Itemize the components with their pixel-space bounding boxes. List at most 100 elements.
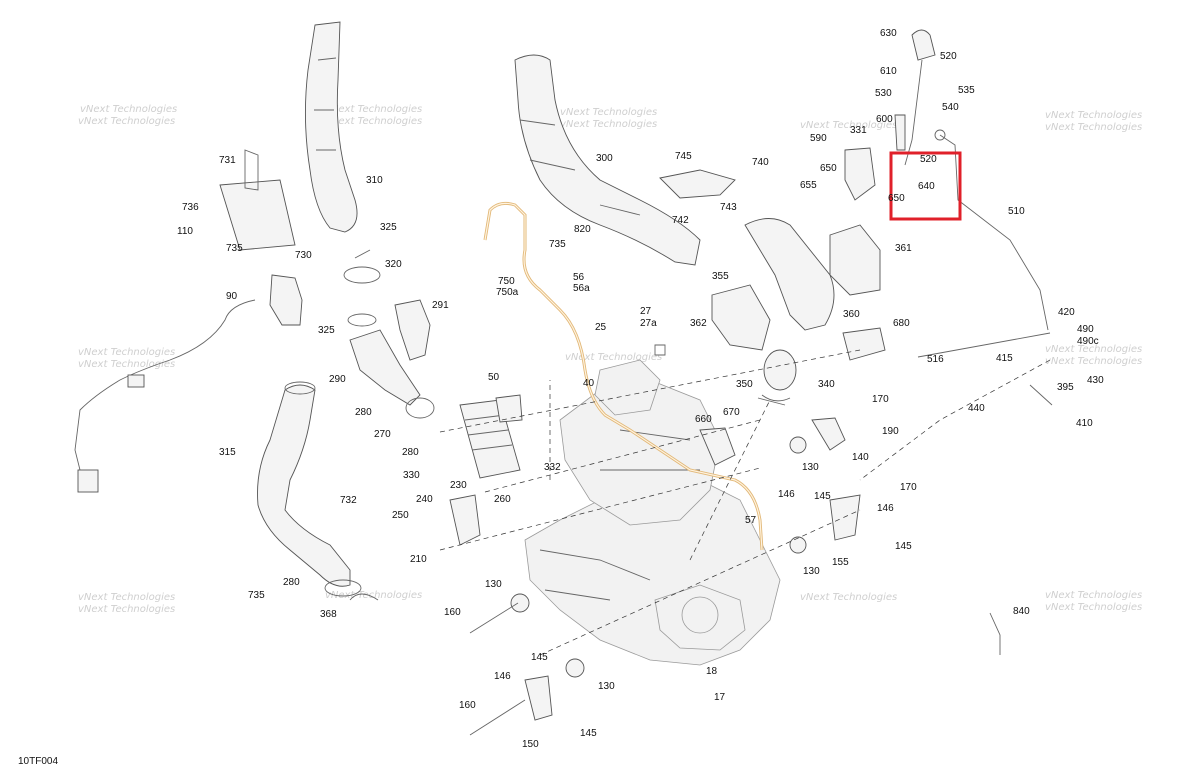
callout: 25 <box>595 322 607 333</box>
callout: 250 <box>392 510 409 521</box>
watermark: vNext Technologies <box>800 120 897 131</box>
callout: 730 <box>295 250 312 261</box>
callout: 516 <box>927 354 944 365</box>
callout: 735 <box>248 590 265 601</box>
callout: 395 <box>1057 382 1074 393</box>
callout: 750 <box>498 276 515 287</box>
callout: 530 <box>875 88 892 99</box>
callout: 280 <box>283 577 300 588</box>
callout: 27a <box>640 318 657 329</box>
callout: 240 <box>416 494 433 505</box>
callout: 740 <box>752 157 769 168</box>
callout: 360 <box>843 309 860 320</box>
callout: 130 <box>485 579 502 590</box>
callout: 325 <box>318 325 335 336</box>
callout: 160 <box>459 700 476 711</box>
callout: 18 <box>706 666 718 677</box>
bracket-assembly <box>219 149 296 251</box>
callout: 331 <box>850 125 867 136</box>
callout: 170 <box>900 482 917 493</box>
callout: 310 <box>366 175 383 186</box>
callout: 840 <box>1013 606 1030 617</box>
svg-text:vNext Technologies: vNext Technologies <box>1045 356 1142 367</box>
callout: 270 <box>374 429 391 440</box>
callout: 368 <box>320 609 337 620</box>
callout: 146 <box>494 671 511 682</box>
callout: 520 <box>920 154 937 165</box>
callout: 56 <box>573 272 585 283</box>
callout: 340 <box>818 379 835 390</box>
callout: 731 <box>219 155 236 166</box>
watermark: vNext Technologies <box>325 590 422 601</box>
svg-text:vNext Technologies: vNext Technologies <box>80 104 177 115</box>
callout: 57 <box>745 515 757 526</box>
callout: 732 <box>340 495 357 506</box>
callout: 540 <box>942 102 959 113</box>
callout: 325 <box>380 222 397 233</box>
callout: 680 <box>893 318 910 329</box>
callout: 291 <box>432 300 449 311</box>
callout: 742 <box>672 215 689 226</box>
callout: 140 <box>852 452 869 463</box>
intake-hose-290 <box>343 266 435 419</box>
intake-duct <box>514 54 701 266</box>
callout: 420 <box>1058 307 1075 318</box>
svg-text:vNext Technologies: vNext Technologies <box>565 352 662 363</box>
callout: 145 <box>895 541 912 552</box>
callout: 510 <box>1008 206 1025 217</box>
callout: 330 <box>403 470 420 481</box>
callout-labels: 630 520 610 535 530 540 600 331 590 520 … <box>177 28 1104 750</box>
callout: 535 <box>958 85 975 96</box>
callout: 50 <box>488 372 500 383</box>
callout: 655 <box>800 180 817 191</box>
callout: 600 <box>876 114 893 125</box>
callout: 430 <box>1087 375 1104 386</box>
callout: 630 <box>880 28 897 39</box>
callout: 820 <box>574 224 591 235</box>
svg-text:vNext Technologies: vNext Technologies <box>78 592 175 603</box>
callout: 355 <box>712 271 729 282</box>
svg-text:vNext Technologies: vNext Technologies <box>1045 602 1142 613</box>
callout: 745 <box>675 151 692 162</box>
callout: 362 <box>690 318 707 329</box>
callout: 40 <box>583 378 595 389</box>
callout: 410 <box>1076 418 1093 429</box>
callout: 290 <box>329 374 346 385</box>
callout: 750a <box>496 287 519 298</box>
engine-block <box>524 359 781 666</box>
callout: 735 <box>226 243 243 254</box>
callout: 660 <box>695 414 712 425</box>
callout: 280 <box>402 447 419 458</box>
callout: 145 <box>814 491 831 502</box>
svg-text:vNext Technologies: vNext Technologies <box>800 592 897 603</box>
callout: 350 <box>736 379 753 390</box>
svg-text:vNext Technologies: vNext Technologies <box>560 119 657 130</box>
callout: 590 <box>810 133 827 144</box>
callout: 520 <box>940 51 957 62</box>
callout: 130 <box>598 681 615 692</box>
svg-text:vNext Technologies: vNext Technologies <box>78 116 175 127</box>
callout: 56a <box>573 283 590 294</box>
callout: 130 <box>803 566 820 577</box>
callout: 640 <box>918 181 935 192</box>
callout: 90 <box>226 291 238 302</box>
callout: 145 <box>531 652 548 663</box>
callout: 17 <box>714 692 726 703</box>
motor-mounts <box>349 169 1053 736</box>
callout: 490c <box>1077 336 1099 347</box>
callout: 146 <box>778 489 795 500</box>
callout: 735 <box>549 239 566 250</box>
callout: 650 <box>888 193 905 204</box>
reference-lines <box>439 349 1051 656</box>
callout: 650 <box>820 163 837 174</box>
callout: 315 <box>219 447 236 458</box>
